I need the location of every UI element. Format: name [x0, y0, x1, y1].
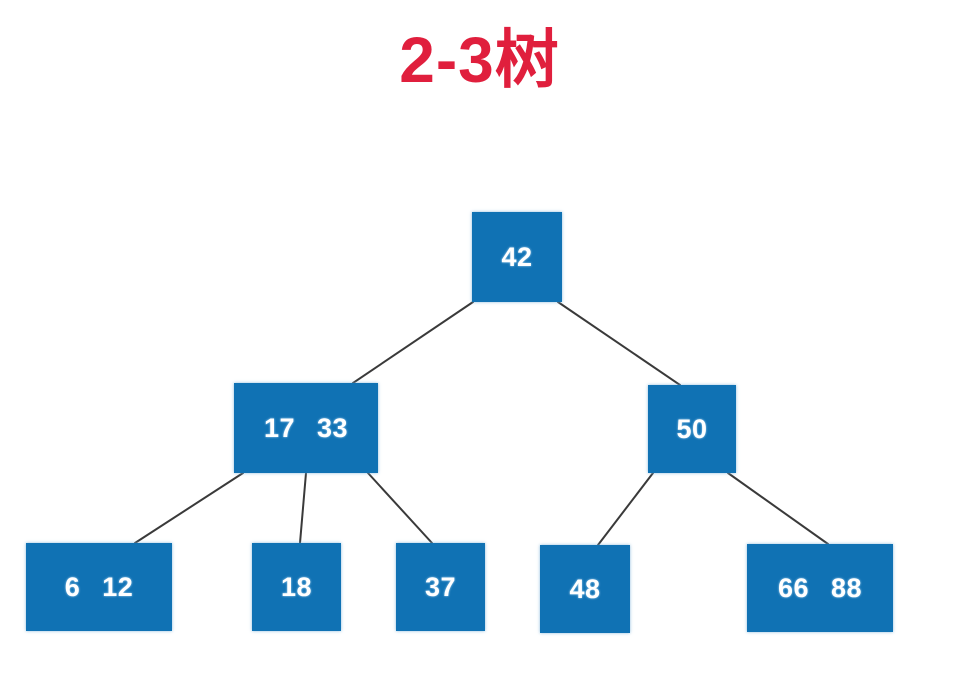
- tree-edge: [727, 472, 829, 545]
- tree-edge: [367, 472, 433, 544]
- tree-edge: [597, 472, 654, 546]
- tree-edge: [352, 301, 474, 384]
- node-keys: 37: [425, 572, 456, 603]
- node-key: 48: [569, 573, 601, 604]
- tree-node-l48[interactable]: 48: [540, 545, 630, 633]
- tree-node-l18[interactable]: 18: [252, 543, 341, 631]
- node-keys: 6 12: [65, 572, 134, 603]
- tree-node-l612[interactable]: 6 12: [26, 543, 172, 631]
- tree-node-root[interactable]: 42: [472, 212, 562, 302]
- node-key: 50: [676, 413, 708, 444]
- tree-edge: [557, 301, 681, 386]
- node-keys: 66 88: [778, 573, 862, 604]
- node-keys: 48: [569, 574, 600, 605]
- node-key: 12: [102, 571, 134, 602]
- node-key: 88: [831, 572, 863, 603]
- node-key: 37: [424, 571, 457, 602]
- node-keys: 50: [676, 414, 707, 445]
- page-title: 2-3树: [399, 24, 560, 96]
- node-keys: 42: [501, 242, 532, 273]
- tree-node-l6688[interactable]: 66 88: [747, 544, 893, 632]
- node-key: 42: [501, 241, 533, 272]
- node-key: 17: [263, 412, 295, 443]
- node-key: 66: [777, 572, 809, 603]
- tree-edge: [299, 472, 307, 544]
- tree-node-l37[interactable]: 37: [396, 543, 485, 631]
- node-keys: 18: [281, 572, 312, 603]
- tree-node-n50[interactable]: 50: [648, 385, 736, 473]
- node-key: 18: [280, 571, 313, 602]
- node-key: 33: [317, 412, 349, 443]
- node-key: 6: [64, 571, 81, 602]
- tree-edge: [134, 472, 244, 544]
